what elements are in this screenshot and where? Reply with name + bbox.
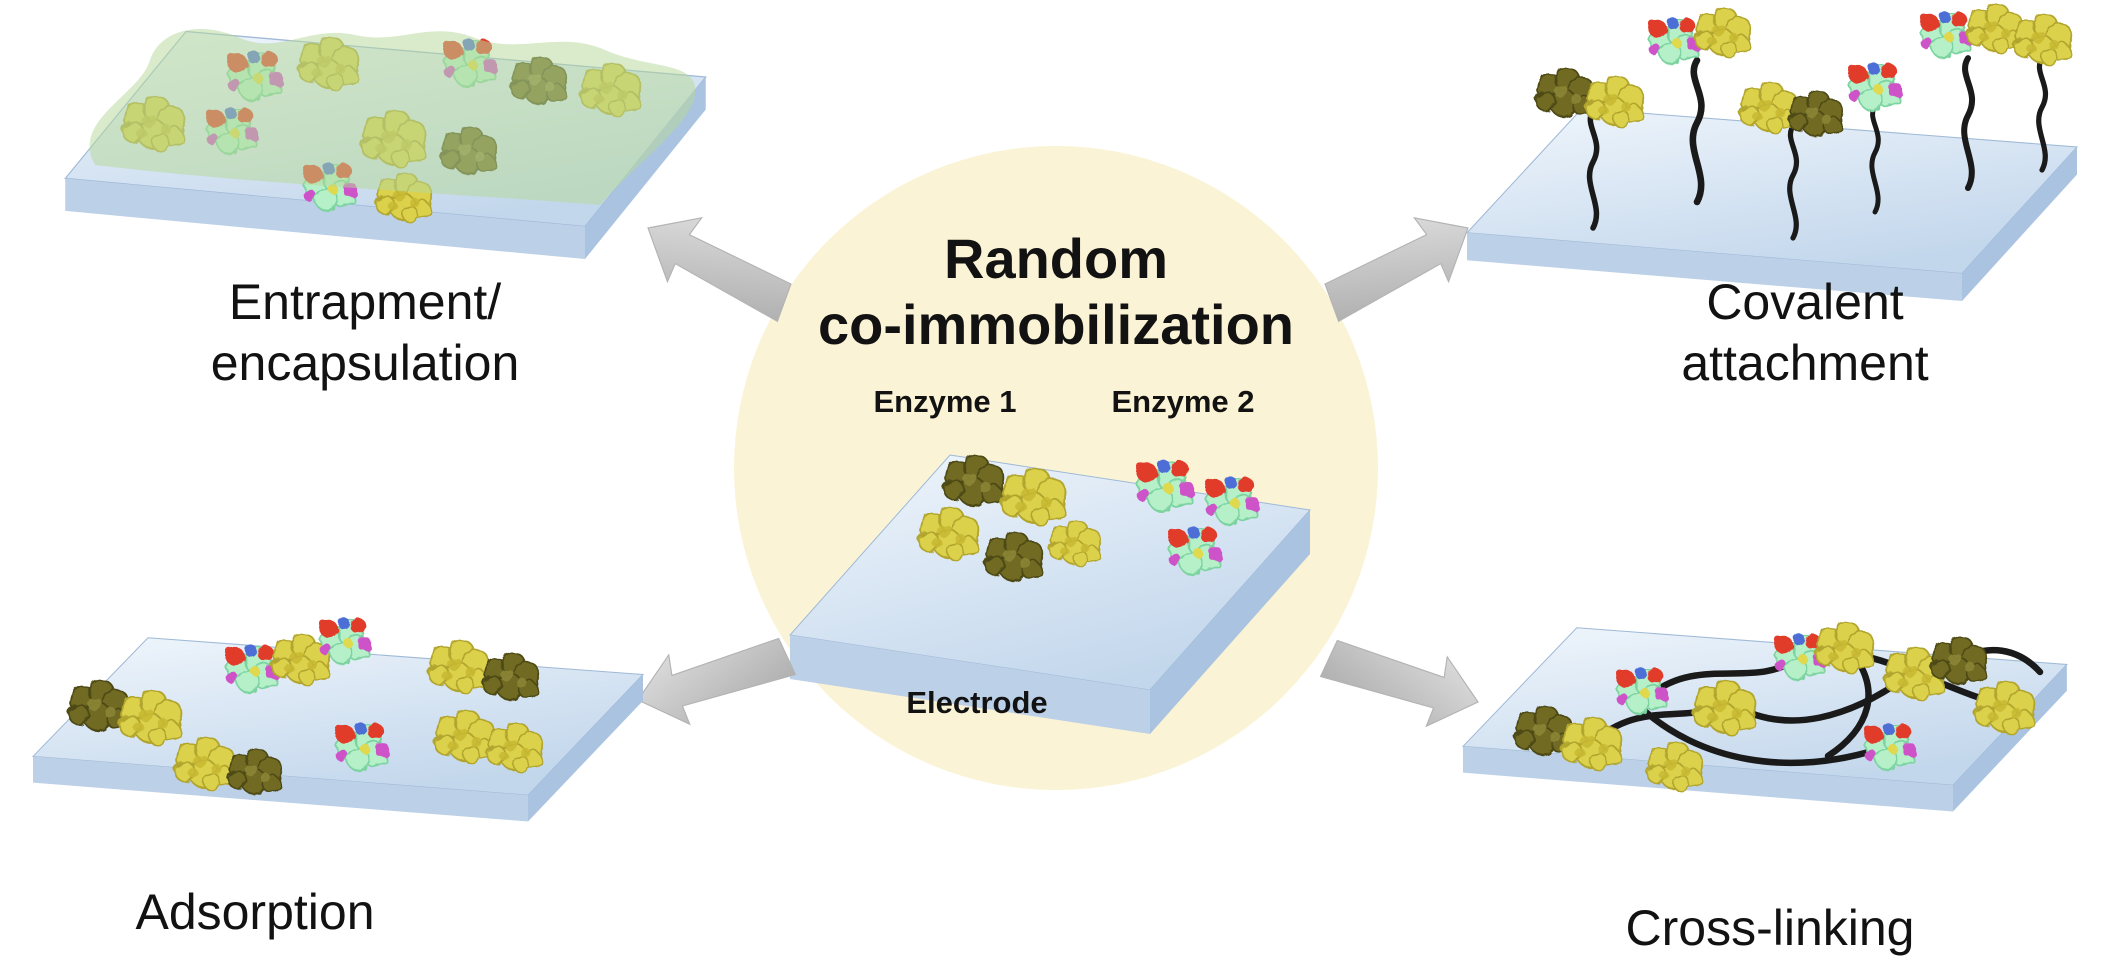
enzyme1-label: Enzyme 1 — [873, 384, 1017, 419]
crosslink-icon — [1731, 672, 1912, 724]
crosslink-icon — [1634, 701, 1886, 767]
enzyme2-icon — [1648, 17, 1701, 63]
adsorption-illustration — [32, 617, 644, 823]
label-adsorption: Adsorption — [135, 884, 375, 940]
enzyme1-icon — [429, 640, 489, 693]
center-illustration — [734, 146, 1378, 790]
label-entrapment: Entrapment/ encapsulation — [75, 272, 655, 394]
enzyme2-icon — [1848, 62, 1903, 110]
label-covalent-line2: attachment — [1681, 335, 1929, 391]
enzyme2-icon — [1920, 11, 1973, 57]
label-covalent: Covalent attachment — [1545, 272, 2065, 394]
entrapment-illustration — [64, 29, 707, 260]
covalent-illustration — [1466, 4, 2078, 302]
enzyme1-icon — [1790, 91, 1844, 136]
center-title-line2: co-immobilization — [818, 293, 1294, 357]
label-entrapment-line2: encapsulation — [210, 335, 520, 391]
enzyme1-icon — [483, 653, 539, 700]
electrode-label: Electrode — [906, 685, 1048, 720]
center-title: Random co-immobilization — [736, 226, 1376, 358]
center-title-line1: Random — [944, 227, 1168, 290]
label-entrapment-line1: Entrapment/ — [228, 274, 502, 330]
label-crosslinking: Cross-linking — [1625, 900, 1915, 956]
platform-icon — [789, 454, 1311, 734]
enzyme1-icon — [1816, 622, 1874, 673]
arrow-icon-bottom-left — [628, 623, 802, 737]
enzyme1-icon — [2014, 14, 2072, 65]
label-covalent-line1: Covalent — [1706, 274, 1904, 330]
crosslinking-illustration — [1462, 622, 2068, 813]
enzyme1-icon — [1695, 8, 1751, 57]
enzyme1-icon — [1586, 76, 1644, 127]
arrow-icon-bottom-right — [1314, 625, 1488, 739]
enzyme2-label: Enzyme 2 — [1111, 384, 1255, 419]
enzyme1-icon — [1931, 637, 1987, 684]
gel-icon — [89, 29, 696, 206]
